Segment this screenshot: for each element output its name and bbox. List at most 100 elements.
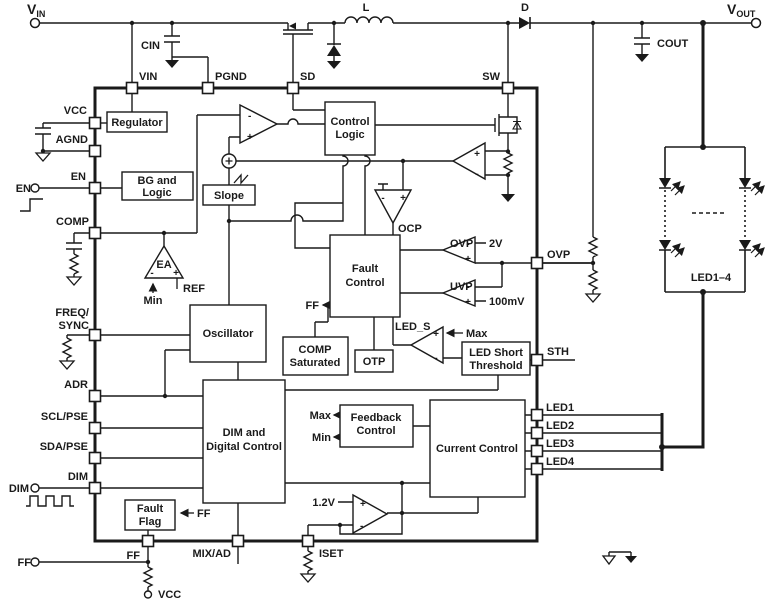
svg-text:Slope: Slope (214, 190, 244, 202)
pin-label-freq1: FREQ/ (55, 307, 89, 319)
svg-text:DIM and: DIM and (223, 427, 266, 439)
pin-label-led3: LED3 (546, 438, 574, 450)
led-s-label: LED_S (395, 321, 430, 333)
ff-terminal-label: FF (18, 557, 32, 569)
ovp-comparator-icon (441, 235, 476, 265)
ovp-divider-ground-icon (584, 293, 602, 303)
labels: VIN VOUT EN DIM FF VCC CIN COUT L D VIN … (9, 1, 756, 600)
vcc-terminal (143, 590, 153, 599)
pin-label-sda: SDA/PSE (40, 441, 88, 453)
ocp-plus: + (400, 193, 406, 204)
pwm-minus: - (248, 111, 251, 122)
svg-text:Fault: Fault (352, 263, 379, 275)
junction-dots (40, 20, 706, 565)
block-led-short-threshold: LED Short Threshold (461, 341, 531, 376)
pin-pgnd (201, 81, 215, 95)
led-string-wires (659, 146, 751, 293)
agnd-ground-icon (34, 152, 52, 162)
ea-minus: - (150, 268, 153, 279)
freq-ground-icon (58, 360, 76, 370)
leds-minus: - (434, 353, 437, 364)
svg-text:Flag: Flag (139, 516, 162, 528)
pin-led1 (530, 408, 544, 422)
uvp-plus: + (465, 297, 471, 308)
ovp-minus: - (466, 239, 469, 250)
pin-label-sw: SW (482, 71, 500, 83)
iset-amp-icon (352, 493, 389, 535)
pin-freq-sync (88, 328, 102, 342)
ocp-comparator-icon (373, 189, 413, 225)
pin-sda-pse (88, 451, 102, 465)
pin-label-agnd: AGND (56, 134, 88, 146)
body-diode-icon (512, 120, 522, 130)
diode-d-icon (519, 17, 530, 29)
pin-label-dim: DIM (68, 471, 88, 483)
summing-plus-icon (225, 157, 233, 165)
bottom-external-wires (38, 546, 632, 591)
clamp-diode-icon (327, 45, 341, 56)
dim-terminal-label: DIM (9, 483, 29, 495)
led-icon (659, 178, 671, 188)
iset-amp-plus: + (360, 499, 366, 510)
pin-label-mixad: MIX/AD (193, 548, 232, 560)
led-short-comparator-icon (409, 325, 444, 365)
iset-ground-icon (299, 573, 317, 583)
fet-source-ground-icon (501, 194, 515, 202)
pin-agnd (88, 144, 102, 158)
sawtooth-icon (233, 173, 249, 185)
pin-sd (286, 81, 300, 95)
cs-minus: - (475, 169, 478, 180)
block-feedback-control: Feedback Control (339, 404, 414, 448)
block-otp: OTP (354, 349, 394, 373)
ocp-minus: - (381, 193, 384, 204)
led-light-arrows (670, 181, 765, 258)
led-icon (739, 240, 751, 250)
pin-label-sth: STH (547, 346, 569, 358)
vout-label: VOUT (727, 1, 756, 19)
pin-mix-ad (231, 534, 245, 548)
internal-wires (100, 93, 662, 536)
pin-label-scl: SCL/PSE (41, 411, 88, 423)
svg-text:Threshold: Threshold (469, 360, 522, 372)
block-slope: Slope (202, 184, 256, 206)
pin-adr (88, 389, 102, 403)
ea-ref-label: REF (183, 283, 205, 295)
pin-label-led2: LED2 (546, 420, 574, 432)
bottom-external-symbols (30, 555, 637, 599)
pin-label-iset: ISET (319, 548, 344, 560)
top-rail-symbols (165, 17, 649, 303)
svg-text:Logic: Logic (142, 187, 171, 199)
ovp-signal-label: OVP (450, 238, 473, 250)
clamp-ground-icon (327, 61, 341, 69)
current-sense-amp-icon (451, 141, 486, 181)
ovp-plus: + (465, 254, 471, 265)
svg-text:Oscillator: Oscillator (203, 328, 254, 340)
svg-text:Current Control: Current Control (436, 443, 518, 455)
ocp-label: OCP (398, 223, 422, 235)
block-fault-control: Fault Control (329, 234, 401, 318)
pin-sw (501, 81, 515, 95)
bold-output-wires (660, 23, 705, 471)
vin-terminal (29, 17, 41, 29)
svg-text:Control: Control (345, 277, 384, 289)
analog-ground-icon (601, 555, 617, 566)
vin-label: VIN (27, 1, 45, 19)
ref-1p2v-label: 1.2V (312, 497, 335, 509)
pin-label-comp: COMP (56, 216, 89, 228)
uvp-signal-label: UVP (450, 281, 473, 293)
svg-text:Digital Control: Digital Control (206, 441, 282, 453)
pin-label-ff: FF (127, 550, 141, 562)
pwm-comparator-icon (239, 103, 279, 145)
error-amp-icon (143, 244, 185, 279)
signal-arrows (148, 278, 463, 518)
feedback-min-label: Min (312, 432, 331, 444)
block-bg-and-logic: BG and Logic (121, 171, 194, 201)
power-ground-icon (625, 556, 637, 563)
pin-led3 (530, 444, 544, 458)
pin-label-led4: LED4 (546, 456, 575, 468)
pin-label-adr: ADR (64, 379, 88, 391)
led-icon (659, 240, 671, 250)
block-fault-flag: Fault Flag (124, 499, 176, 531)
cout-ground-icon (635, 54, 649, 62)
